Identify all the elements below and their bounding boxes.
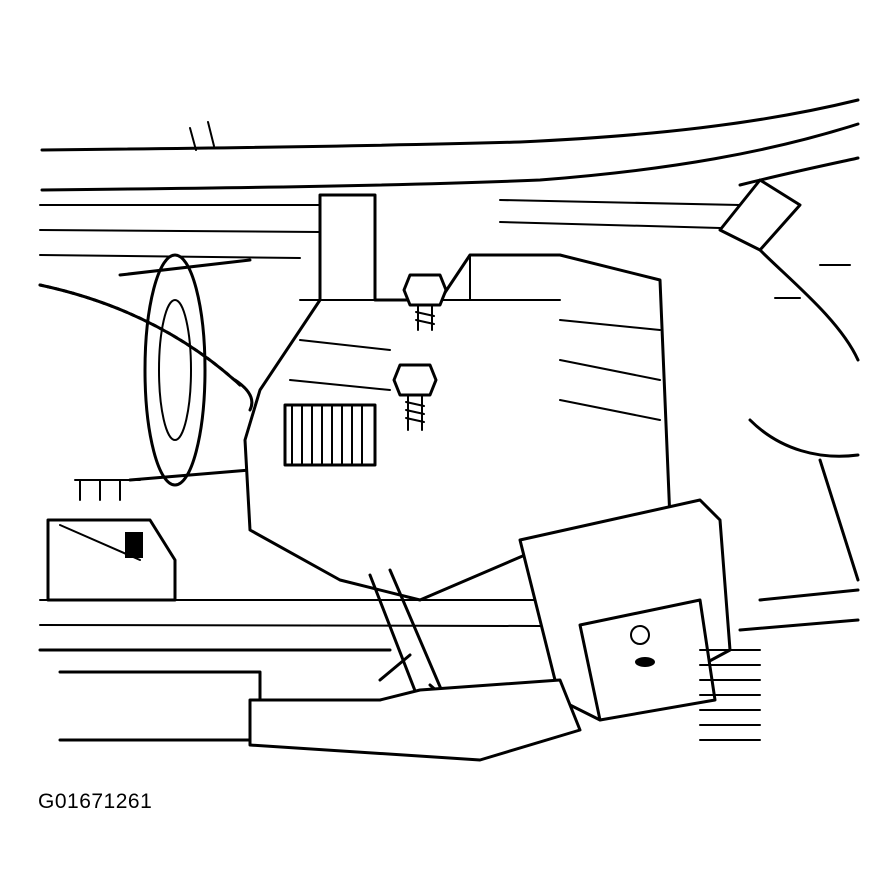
left-housing [46,479,177,602]
linkage-rods [248,568,582,762]
lower-bolt [392,363,438,431]
lower-grille [699,588,860,741]
right-fender [718,156,860,582]
wheel-hub [118,253,252,487]
upper-frame-rail [40,98,860,192]
ribbed-filter [283,403,377,467]
figure-id-label: G01671261 [38,790,153,813]
upper-bolt [402,273,448,331]
wiring-harness [38,283,254,412]
